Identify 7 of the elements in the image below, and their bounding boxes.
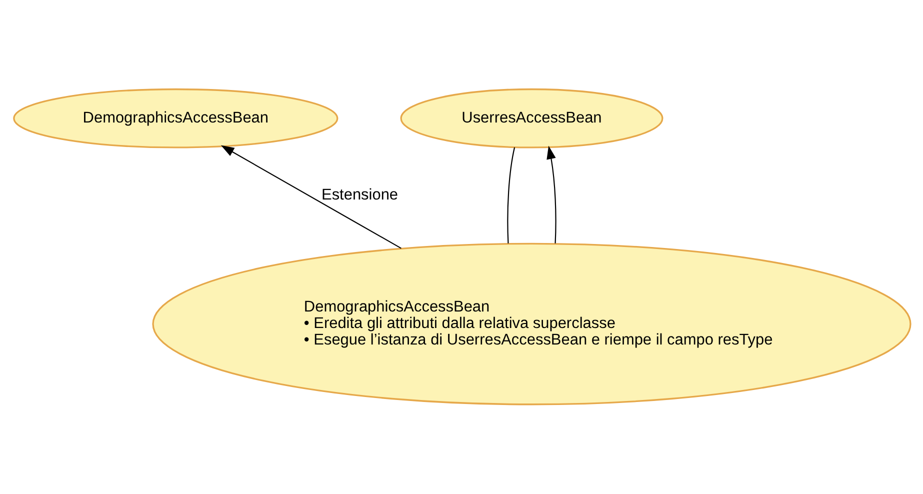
node-ellipse: DemographicsAccessBean • Eredita gli attributi dalla relativa superclasse • Esegue l’istanza di UserresAccessBean e riempe il campo resType	[152, 242, 911, 406]
arrow	[546, 146, 556, 244]
edge-label: Estensione	[321, 186, 398, 204]
node-ellipse: DemographicsAccessBean	[12, 88, 338, 148]
connector	[506, 147, 515, 244]
arrow	[220, 145, 401, 249]
node-ellipse: UserresAccessBean	[400, 88, 663, 148]
